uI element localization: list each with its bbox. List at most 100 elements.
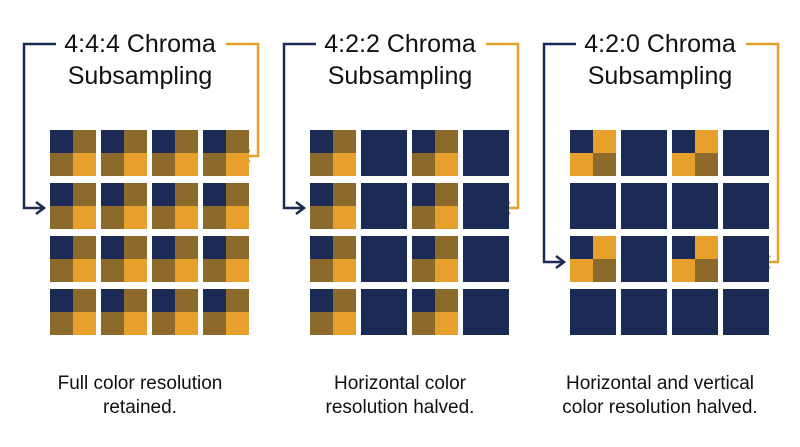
subpixel-orange (435, 206, 458, 229)
navy-arrow-head (295, 201, 307, 215)
subpixel-brown (333, 236, 356, 259)
pixel-grid-420 (570, 130, 769, 335)
subpixel-brown (175, 183, 198, 206)
orange-arrow-line (746, 42, 780, 264)
subpixel-brown (695, 259, 718, 282)
subpixel-brown (203, 259, 226, 282)
subpixel-navy (463, 130, 509, 176)
subpixel-orange (333, 153, 356, 176)
subpixel-orange (73, 206, 96, 229)
subpixel-brown (412, 206, 435, 229)
navy-arrow-head (555, 255, 567, 269)
panel-422-title-line2: Subsampling (327, 62, 473, 90)
subpixel-navy (412, 236, 435, 259)
panel-420-caption-line2: color resolution halved. (562, 397, 758, 418)
subpixel-brown (203, 206, 226, 229)
subpixel-orange (695, 130, 718, 153)
subpixel-navy (152, 183, 175, 206)
subpixel-navy (101, 236, 124, 259)
subpixel-brown (226, 236, 249, 259)
subpixel-brown (50, 259, 73, 282)
subpixel-orange (695, 236, 718, 259)
subpixel-navy (203, 236, 226, 259)
subpixel-brown (695, 153, 718, 176)
subpixel-orange (124, 206, 147, 229)
subpixel-brown (175, 130, 198, 153)
subpixel-orange (175, 259, 198, 282)
subpixel-navy (621, 130, 667, 176)
subpixel-orange (570, 153, 593, 176)
subpixel-orange (435, 259, 458, 282)
subpixel-navy (570, 183, 616, 229)
subpixel-navy (463, 236, 509, 282)
subpixel-orange (435, 312, 458, 335)
subpixel-brown (310, 259, 333, 282)
panel-444-caption-line2: retained. (103, 397, 177, 418)
subpixel-brown (435, 289, 458, 312)
subpixel-navy (310, 130, 333, 153)
subpixel-brown (435, 130, 458, 153)
subpixel-orange (124, 312, 147, 335)
subpixel-navy (203, 183, 226, 206)
subpixel-navy (101, 289, 124, 312)
subpixel-navy (310, 183, 333, 206)
subpixel-navy (50, 183, 73, 206)
panel-420-caption-line1: Horizontal and vertical (566, 373, 754, 394)
subpixel-navy (672, 236, 695, 259)
subpixel-navy (570, 289, 616, 335)
subpixel-navy (672, 289, 718, 335)
subpixel-orange (175, 206, 198, 229)
panel-444-title-line1: 4:4:4 Chroma (64, 30, 216, 58)
subpixel-navy (570, 130, 593, 153)
subpixel-orange (73, 259, 96, 282)
subpixel-navy (101, 130, 124, 153)
subpixel-orange (435, 153, 458, 176)
subpixel-brown (333, 130, 356, 153)
subpixel-navy (463, 289, 509, 335)
pixel-grid-444 (50, 130, 249, 335)
subpixel-brown (310, 312, 333, 335)
panel-420-title-line1: 4:2:0 Chroma (584, 30, 736, 58)
subpixel-navy (672, 130, 695, 153)
subpixel-orange (226, 206, 249, 229)
subpixel-navy (723, 289, 769, 335)
navy-arrow-line (282, 42, 316, 210)
subpixel-orange (333, 312, 356, 335)
subpixel-navy (621, 236, 667, 282)
subpixel-navy (723, 130, 769, 176)
subpixel-brown (175, 289, 198, 312)
subpixel-navy (361, 183, 407, 229)
panel-420-title: 4:2:0 Chroma Subsampling (530, 28, 790, 92)
subpixel-brown (124, 289, 147, 312)
subpixel-brown (412, 259, 435, 282)
subpixel-brown (152, 153, 175, 176)
subpixel-orange (226, 312, 249, 335)
subpixel-navy (203, 130, 226, 153)
subpixel-brown (50, 312, 73, 335)
navy-arrow-line (22, 42, 56, 210)
subpixel-navy (412, 130, 435, 153)
subpixel-navy (50, 236, 73, 259)
subpixel-brown (152, 259, 175, 282)
panel-444-title-line2: Subsampling (67, 62, 213, 90)
panel-422-arrows (282, 42, 520, 215)
subpixel-orange (593, 130, 616, 153)
subpixel-brown (124, 130, 147, 153)
subpixel-brown (310, 206, 333, 229)
subpixel-orange (124, 153, 147, 176)
subpixel-brown (333, 289, 356, 312)
orange-arrow-line (486, 42, 520, 210)
subpixel-navy (361, 236, 407, 282)
subpixel-orange (175, 312, 198, 335)
subpixel-brown (50, 206, 73, 229)
panel-422-title-line1: 4:2:2 Chroma (324, 30, 476, 58)
panel-444-caption: Full color resolution retained. (10, 372, 270, 420)
subpixel-navy (152, 236, 175, 259)
panel-444: 4:4:4 Chroma Subsampling Full color reso… (10, 0, 270, 447)
subpixel-navy (310, 236, 333, 259)
subpixel-brown (435, 236, 458, 259)
panel-444-caption-line1: Full color resolution (57, 373, 223, 394)
subpixel-brown (412, 153, 435, 176)
pixel-grid-422 (310, 130, 509, 335)
